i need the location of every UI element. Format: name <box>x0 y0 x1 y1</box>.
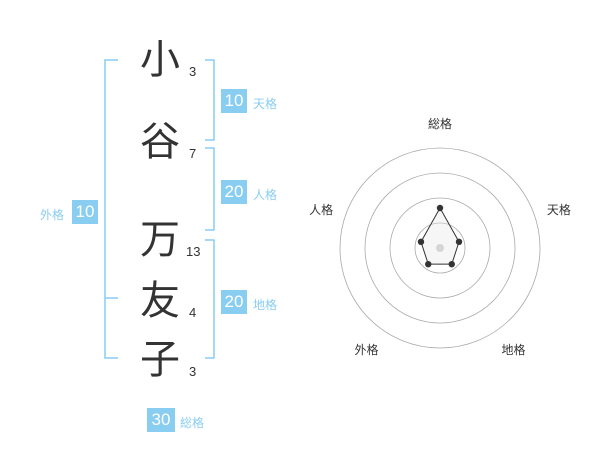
name-char-2: 谷 <box>140 119 180 165</box>
name-char-5: 子 <box>140 337 180 383</box>
radar-point-4 <box>425 260 432 268</box>
tenkaku-bracket <box>205 59 215 141</box>
radar-chart <box>339 147 541 349</box>
stroke-count-3: 13 <box>186 244 201 259</box>
chikaku-label: 地格 <box>253 298 278 312</box>
radar-point-5 <box>417 238 425 246</box>
radar-ring-3 <box>364 172 516 324</box>
jinkaku-bracket <box>205 147 215 231</box>
jinkaku-value-badge: 20 <box>221 180 247 204</box>
stroke-count-4: 4 <box>189 305 197 320</box>
radar-axis-label-2: 天格 <box>546 203 571 218</box>
radar-ring-1 <box>414 222 466 274</box>
chikaku-value-badge: 20 <box>221 290 247 314</box>
radar-ring-2 <box>389 197 491 299</box>
soukaku-label: 総格 <box>180 416 205 430</box>
radar-axis-label-1: 総格 <box>427 117 453 131</box>
chikaku-bracket <box>205 239 215 359</box>
stroke-count-2: 7 <box>189 146 197 161</box>
name-char-3: 万 <box>140 217 180 263</box>
radar-axis-label-4: 外格 <box>354 343 379 358</box>
radar-point-2 <box>455 238 463 246</box>
radar-ring-4 <box>339 147 541 349</box>
name-char-1: 小 <box>140 37 180 83</box>
tenkaku-value-badge: 10 <box>221 89 247 113</box>
stroke-count-5: 3 <box>189 364 197 379</box>
radar-series-polygon <box>420 206 460 265</box>
radar-point-1 <box>436 204 444 212</box>
radar-point-3 <box>448 260 455 268</box>
radar-axis-label-5: 人格 <box>309 203 334 218</box>
name-char-4: 友 <box>140 278 180 324</box>
jinkaku-label: 人格 <box>253 188 278 202</box>
gaikaku-value-badge: 10 <box>72 200 98 224</box>
tenkaku-label: 天格 <box>253 97 278 111</box>
soukaku-value-badge: 30 <box>147 408 175 432</box>
radar-axis-label-3: 地格 <box>501 343 526 358</box>
radar-center <box>436 244 444 252</box>
gaikaku-label: 外格 <box>40 208 65 222</box>
gaikaku-bracket <box>104 59 118 359</box>
stroke-count-1: 3 <box>189 64 197 79</box>
